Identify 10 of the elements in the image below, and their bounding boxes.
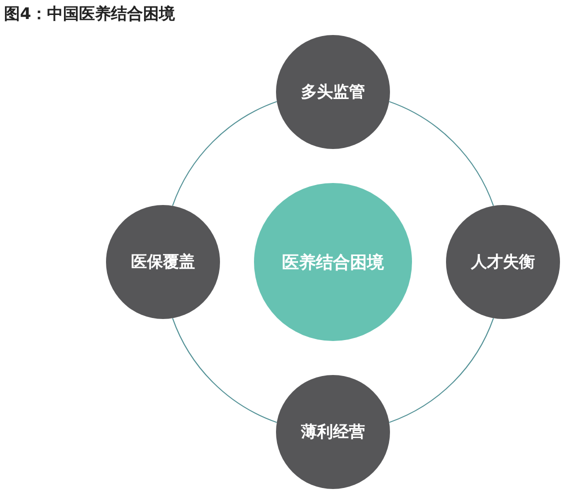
circle-node: 医养结合困境 bbox=[254, 183, 412, 341]
title: 图4：中国医养结合困境 bbox=[4, 4, 176, 25]
circle-node: 人才失衡 bbox=[446, 205, 560, 319]
circle-node: 薄利经营 bbox=[276, 375, 390, 489]
connector-arc bbox=[172, 318, 278, 423]
connector-arc bbox=[388, 101, 494, 206]
connector-arc bbox=[388, 318, 494, 423]
circle-node: 医保覆盖 bbox=[106, 205, 220, 319]
circle-node: 多头监管 bbox=[276, 35, 390, 149]
connector-arc bbox=[172, 101, 278, 206]
